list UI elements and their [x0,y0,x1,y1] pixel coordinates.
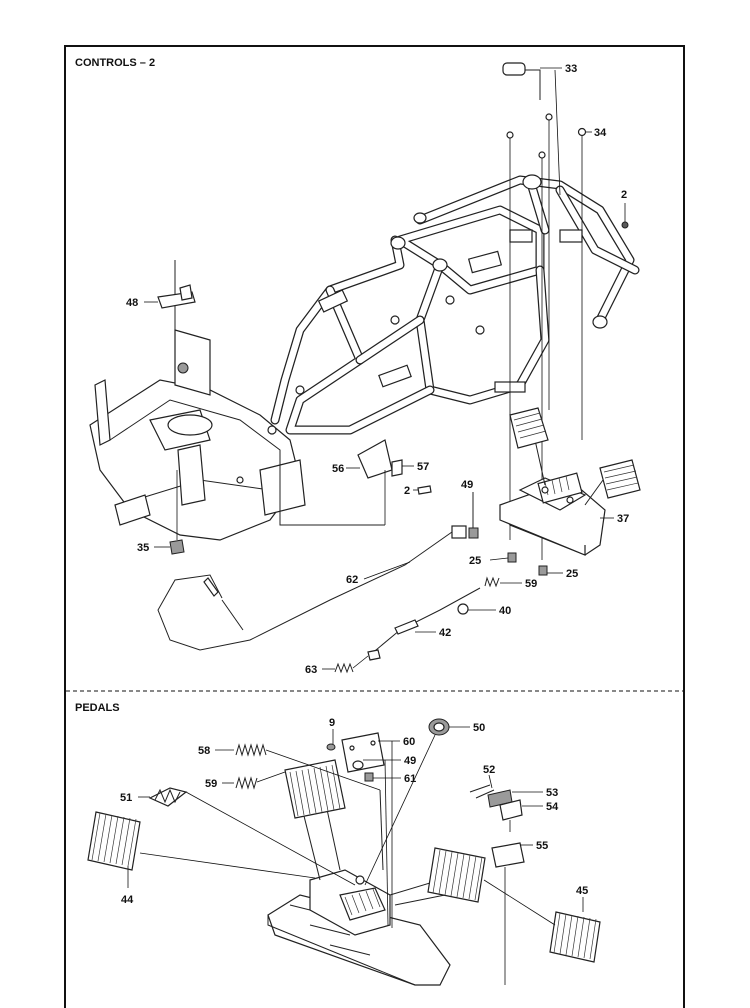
diagram-frame [64,45,685,1008]
part-44-pedal-rubber [87,811,141,871]
part-40-bushing [457,603,469,615]
part-42-rod [367,587,481,661]
part-34-nut [577,127,587,137]
callout-40: 40 [499,605,511,617]
callout-35: 35 [137,542,149,554]
part-54-bracket [499,799,523,821]
callout-42: 42 [439,627,451,639]
part-45-pedal-rubber [549,911,601,963]
part-52-wires [469,784,495,799]
part-56-bracket [357,439,403,479]
part-49-pin [468,527,479,539]
leader-45-link [483,879,556,926]
leader-51-link [185,791,356,886]
part-51-spring [148,787,188,807]
part-63-spring [334,662,354,674]
part-37-pedal-assembly [499,407,641,556]
leader-58-link [265,749,381,791]
callout-55: 55 [536,840,548,852]
part-58-spring [235,743,267,757]
part-2-bolt-mid [417,485,432,495]
callout-59-lower: 59 [205,778,217,790]
callout-25-right: 25 [566,568,578,580]
callout-56: 56 [332,463,344,475]
leader-44-link [139,852,316,879]
leader-59-lower-link [256,771,286,783]
callout-51: 51 [120,792,132,804]
callout-52: 52 [483,764,495,776]
part-2-bolt-top [621,221,629,229]
section-title-pedals: PEDALS [75,702,120,714]
leader-25-left [489,557,509,561]
section-title-controls: CONTROLS – 2 [75,57,156,69]
callout-63: 63 [305,664,317,676]
callout-34: 34 [594,127,607,139]
callout-59-upper: 59 [525,578,537,590]
callout-25-left: 25 [469,555,481,567]
part-61-bolt [364,772,374,782]
callout-60: 60 [403,736,415,748]
leader-58-down [379,789,384,871]
callout-50: 50 [473,722,485,734]
leader-62 [363,561,411,580]
leader-50-down [364,734,436,886]
pedal-pad-right [427,847,486,903]
callout-45: 45 [576,885,588,897]
callout-58: 58 [198,745,210,757]
callout-48: 48 [126,297,138,309]
part-62-cable [157,525,467,651]
callout-49-lower: 49 [404,755,416,767]
nut-top-a [506,131,514,139]
callout-57: 57 [417,461,429,473]
part-55-block [491,842,525,868]
chassis-tray [89,260,306,541]
callout-2-top: 2 [621,189,627,201]
chassis-frame [270,174,640,435]
part-25-bolt-right [538,565,548,576]
callout-37: 37 [617,513,629,525]
part-35-clip [169,539,185,555]
callout-44: 44 [121,894,134,906]
part-25-bolt-left [507,552,517,563]
callout-54: 54 [546,801,559,813]
leader-49-down [384,759,389,926]
pedal-pad-center [284,759,346,819]
leader-33-down [554,69,561,196]
pedal-bracket-assembly [299,799,446,936]
callout-62: 62 [346,574,358,586]
nut-top-b [545,113,553,121]
part-49-pin-lower [352,760,364,770]
leader-frame-box [279,460,385,526]
callout-49-upper: 49 [461,479,473,491]
part-48-bracket [157,284,196,309]
callout-53: 53 [546,787,558,799]
callout-33: 33 [565,63,577,75]
part-59-spring-upper [484,576,500,588]
part-59-spring-lower [235,776,258,790]
leader-52 [488,774,493,789]
part-9-washer [326,743,336,751]
callout-9: 9 [329,717,335,729]
callout-2-mid: 2 [404,485,410,497]
leader-63-link [352,655,369,669]
part-33-lever [502,62,541,100]
nut-top-c [538,151,546,159]
